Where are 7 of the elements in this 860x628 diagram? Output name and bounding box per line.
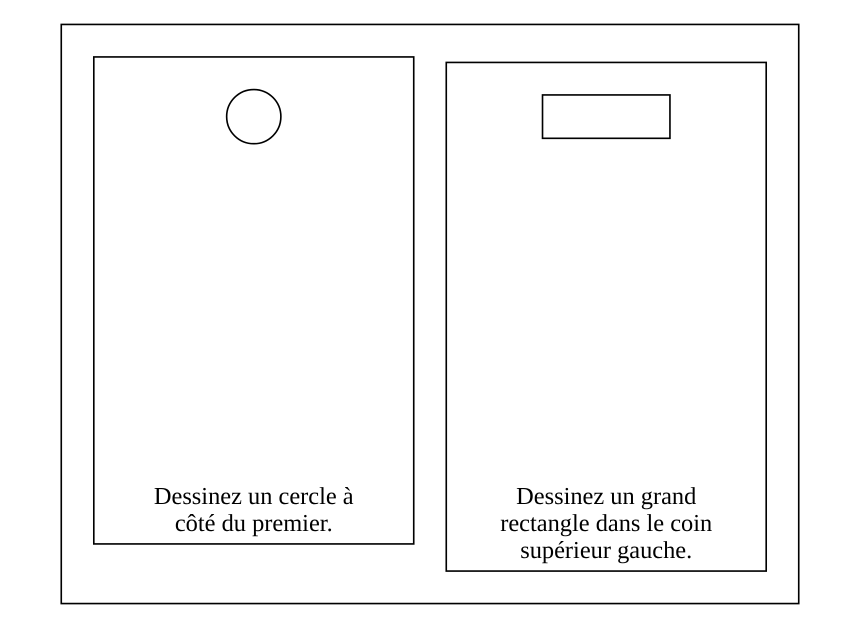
cluster: [93, 56, 415, 545]
node-label: Dessinez un grand rectangle dans le coin supérieur gauche.: [500, 482, 712, 564]
cluster: [445, 62, 767, 572]
node-label: Dessinez un cercle à côté du premier.: [154, 482, 354, 537]
node-box: [542, 94, 671, 140]
node-circle: [226, 88, 282, 145]
cluster: [60, 24, 800, 604]
